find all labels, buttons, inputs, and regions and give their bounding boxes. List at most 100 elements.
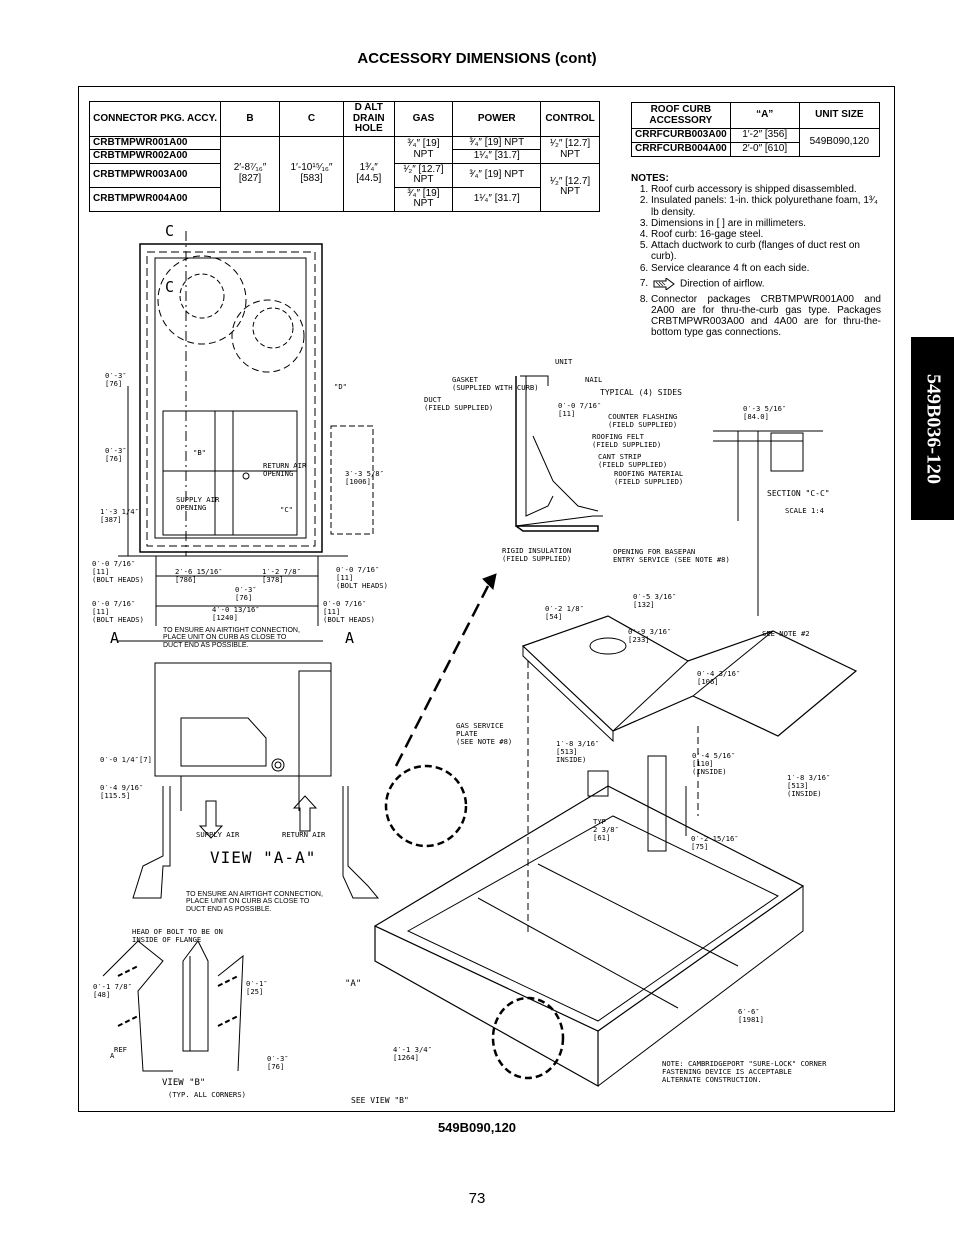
table-cell: 2′-8⁷⁄₁₆″ [827] xyxy=(220,135,280,212)
callout-label: ROOFING MATERIAL (FIELD SUPPLIED) xyxy=(614,469,684,486)
dim-label: 1′-3 1/4″ [387] xyxy=(100,507,139,524)
callout-label: "A" xyxy=(345,979,362,989)
callout-label: SEE VIEW "B" xyxy=(351,1096,409,1105)
note-item: Roof curb: 16-gage steel. xyxy=(651,229,881,240)
callout-label: DUCT (FIELD SUPPLIED) xyxy=(424,395,494,412)
col-header: D ALT DRAIN HOLE xyxy=(342,101,395,137)
table-cell: 2′-0″ [610] xyxy=(729,142,800,157)
callout-label: 1′-8 3/16″ [513] (INSIDE) xyxy=(787,773,831,798)
callout-label: NAIL xyxy=(585,375,603,384)
note-item: Direction of airflow. xyxy=(651,277,881,290)
callout-label: REF xyxy=(114,1045,127,1054)
dim-label: 0′-0 7/16″ [11] (BOLT HEADS) xyxy=(92,559,144,584)
side-tab: 549B036-120 xyxy=(911,337,954,520)
dim-label: RETURN AIR OPENING xyxy=(263,461,307,478)
notes-list: Roof curb accessory is shipped disassemb… xyxy=(631,184,881,338)
dim-label: "C" xyxy=(280,505,293,514)
dim-label: 0′-3″ [76] xyxy=(105,446,127,463)
notes-heading: NOTES: xyxy=(631,173,669,184)
table-cell: ¹⁄₂″ [12.7] NPT xyxy=(540,162,600,212)
callout-label: 0′-2 15/16″ [75] xyxy=(691,834,739,851)
col-header: B xyxy=(220,101,280,137)
callout-label: 0′-1″ [25] xyxy=(246,979,268,996)
callout-label: HEAD OF BOLT TO BE ON INSIDE OF FLANGE xyxy=(132,927,223,944)
model-caption: 549B090,120 xyxy=(437,1120,517,1135)
callout-label: 1′-8 3/16″ [513] INSIDE) xyxy=(556,739,600,764)
callout-label: 6′-6″ [1981] xyxy=(738,1007,764,1024)
airflow-arrow-icon xyxy=(653,277,675,290)
note-item: Attach ductwork to curb (flanges of duct… xyxy=(651,240,881,262)
col-header: POWER xyxy=(452,101,542,137)
dim-label: 0′-0 7/16″ [11] (BOLT HEADS) xyxy=(336,565,388,590)
callout-label: TYPICAL (4) SIDES xyxy=(600,388,682,397)
dim-label: 4′-0 13/16″ [1240] xyxy=(212,605,260,622)
notes: NOTES: Roof curb accessory is shipped di… xyxy=(631,173,881,338)
note-item: Dimensions in [ ] are in millimeters. xyxy=(651,218,881,229)
note-item: Roof curb accessory is shipped disassemb… xyxy=(651,184,881,195)
dim-label: "B" xyxy=(193,448,206,457)
technical-drawing xyxy=(102,231,858,1088)
dim-label: 0′-3″ [76] xyxy=(105,371,127,388)
table-cell: 1′-10¹⁵⁄₁₆″ [583] xyxy=(278,135,344,212)
table-cell: 549B090,120 xyxy=(798,128,881,157)
section-a-label: A xyxy=(345,629,356,647)
callout-label: 0′-3 5/16″ [84.0] xyxy=(743,404,787,421)
page-number: 73 xyxy=(468,1190,486,1207)
dim-label: SUPPLY AIR xyxy=(196,830,240,839)
dim-label: 0′-3″ [76] xyxy=(235,585,257,602)
callout-label: UNIT xyxy=(555,357,573,366)
callout-label: 0′-1 7/8″ [48] xyxy=(93,982,132,999)
table-cell: 1¹⁄₄″ [31.7] xyxy=(452,186,542,212)
drawing-frame xyxy=(78,86,895,1112)
callout-label: ROOFING FELT (FIELD SUPPLIED) xyxy=(592,432,662,449)
dim-label: 0′-0 1/4″[7] xyxy=(100,755,152,764)
callout-label: 0′-4 3/16″ [106] xyxy=(697,669,741,686)
callout-label: RIGID INSULATION (FIELD SUPPLIED) xyxy=(502,546,572,563)
dim-label: 3′-3 5/8″ [1006] xyxy=(345,469,384,486)
airtight-note: TO ENSURE AN AIRTIGHT CONNECTION, PLACE … xyxy=(163,627,300,649)
table-cell: 1³⁄₄″ [44.5] xyxy=(342,135,395,212)
curb-table: ROOF CURB ACCESSORY “A” UNIT SIZE CRRFCU… xyxy=(631,102,881,157)
callout-label: (TYP. ALL CORNERS) xyxy=(168,1090,246,1099)
callout-label: NOTE: CAMBRIDGEPORT "SURE-LOCK" CORNER F… xyxy=(662,1059,827,1084)
note-item: Connector packages CRBTMPWR001A00 and 2A… xyxy=(651,294,881,339)
callout-label: COUNTER FLASHING (FIELD SUPPLIED) xyxy=(608,412,678,429)
callout-label: 0′-9 3/16″ [233] xyxy=(628,627,672,644)
table-cell: CRBTMPWR004A00 xyxy=(88,186,222,212)
section-c-label: C xyxy=(165,222,176,240)
dim-label: RETURN AIR xyxy=(282,830,326,839)
dim-label: 1′-2 7/8″ [378] xyxy=(262,567,301,584)
note-item: Insulated panels: 1-in. thick polyuretha… xyxy=(651,195,881,217)
col-header: C xyxy=(278,101,344,137)
callout-label: 0′-4 5/16″ [110] (INSIDE) xyxy=(692,751,736,776)
callout-label: TYP 2 3/8″ [61] xyxy=(593,817,619,842)
view-b-title: VIEW "B" xyxy=(162,1078,206,1088)
col-header: CONNECTOR PKG. ACCY. xyxy=(88,101,222,137)
dim-label: 0′-4 9/16″ [115.5] xyxy=(100,783,144,800)
callout-label: 0′-0 7/16″ [11] xyxy=(558,401,602,418)
callout-label: 0′-5 3/16″ [132] xyxy=(633,592,677,609)
dim-label: 0′-0 7/16″ [11] (BOLT HEADS) xyxy=(92,599,144,624)
section-a-label: A xyxy=(110,629,121,647)
callout-label: 0′-2 1/8″ [54] xyxy=(545,604,584,621)
dim-label: 0′-0 7/16″ [11] (BOLT HEADS) xyxy=(323,599,375,624)
col-header: ROOF CURB ACCESSORY xyxy=(631,102,731,129)
callout-label: OPENING FOR BASEPAN ENTRY SERVICE (SEE N… xyxy=(613,547,730,564)
callout-label: GAS SERVICE PLATE (SEE NOTE #8) xyxy=(456,721,513,746)
view-aa-title: VIEW "A-A" xyxy=(210,848,317,867)
section-c-label: C xyxy=(165,278,176,296)
table-cell: ¹⁄₂″ [12.7] NPT xyxy=(393,162,454,188)
table-cell: ³⁄₄″ [19] NPT xyxy=(393,186,454,212)
dim-label: SUPPLY AIR OPENING xyxy=(176,495,220,512)
callout-label: SEE NOTE #2 xyxy=(762,629,810,638)
note-item: Service clearance 4 ft on each side. xyxy=(651,263,881,274)
callout-label: 4′-1 3/4″ [1264] xyxy=(393,1045,432,1062)
callout-label: GASKET (SUPPLIED WITH CURB) xyxy=(452,375,539,392)
dim-label: 2′-6 15/16″ [786] xyxy=(175,567,223,584)
airtight-note: TO ENSURE AN AIRTIGHT CONNECTION, PLACE … xyxy=(186,891,323,913)
callout-label: SCALE 1:4 xyxy=(785,506,824,515)
table-cell: CRBTMPWR003A00 xyxy=(88,162,222,188)
callout-label: CANT STRIP (FIELD SUPPLIED) xyxy=(598,452,668,469)
callout-label: SECTION "C-C" xyxy=(767,489,830,498)
callout-label: 0′-3″ [76] xyxy=(267,1054,289,1071)
